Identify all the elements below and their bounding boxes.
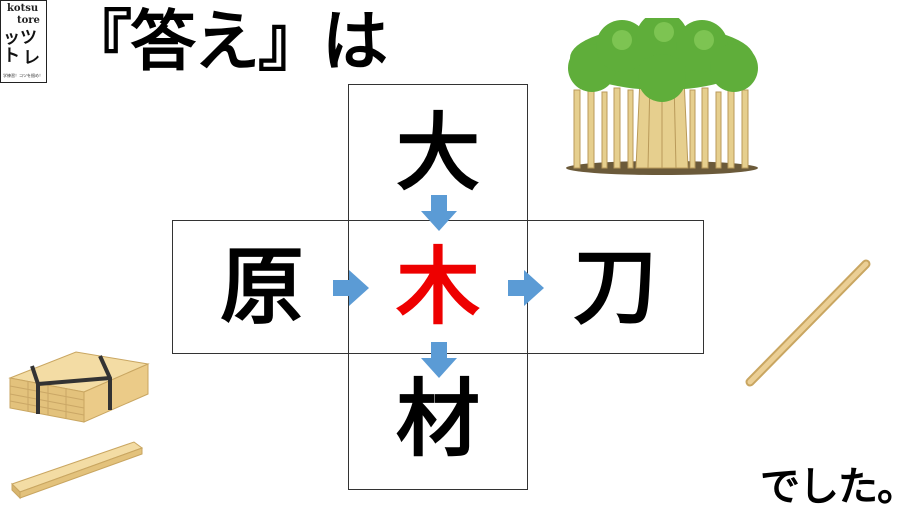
- kanji-top: 大: [395, 104, 480, 202]
- logo-text-jp-2: レ: [23, 48, 40, 68]
- logo-text-jp-1: ッツト: [3, 28, 37, 66]
- headline: 『答え』は: [66, 3, 388, 80]
- kanji-bottom: 材: [395, 370, 480, 468]
- arrow-right-left-icon: [333, 270, 369, 306]
- logo-text-en-1: kotsu: [7, 3, 39, 14]
- kanji-center-answer: 木: [395, 238, 480, 336]
- lumber-stack-illustration-icon: [8, 351, 150, 423]
- logo: kotsu tore ッツト レ 学練習！コツを掴め！: [0, 0, 47, 83]
- kanji-right: 刀: [572, 238, 657, 336]
- wooden-stick-illustration-icon: [745, 259, 871, 387]
- logo-tagline: 学練習！コツを掴め！: [3, 73, 43, 78]
- kanji-left: 原: [219, 238, 304, 336]
- closing-text: でした。: [760, 464, 912, 510]
- arrow-right-center-icon: [508, 270, 544, 306]
- tree-illustration-icon: [566, 18, 758, 175]
- arrow-down-bottom-icon: [421, 342, 457, 378]
- arrow-down-top-icon: [421, 195, 457, 231]
- wooden-plank-illustration-icon: [11, 441, 144, 500]
- logo-text-en-2: tore: [17, 15, 40, 26]
